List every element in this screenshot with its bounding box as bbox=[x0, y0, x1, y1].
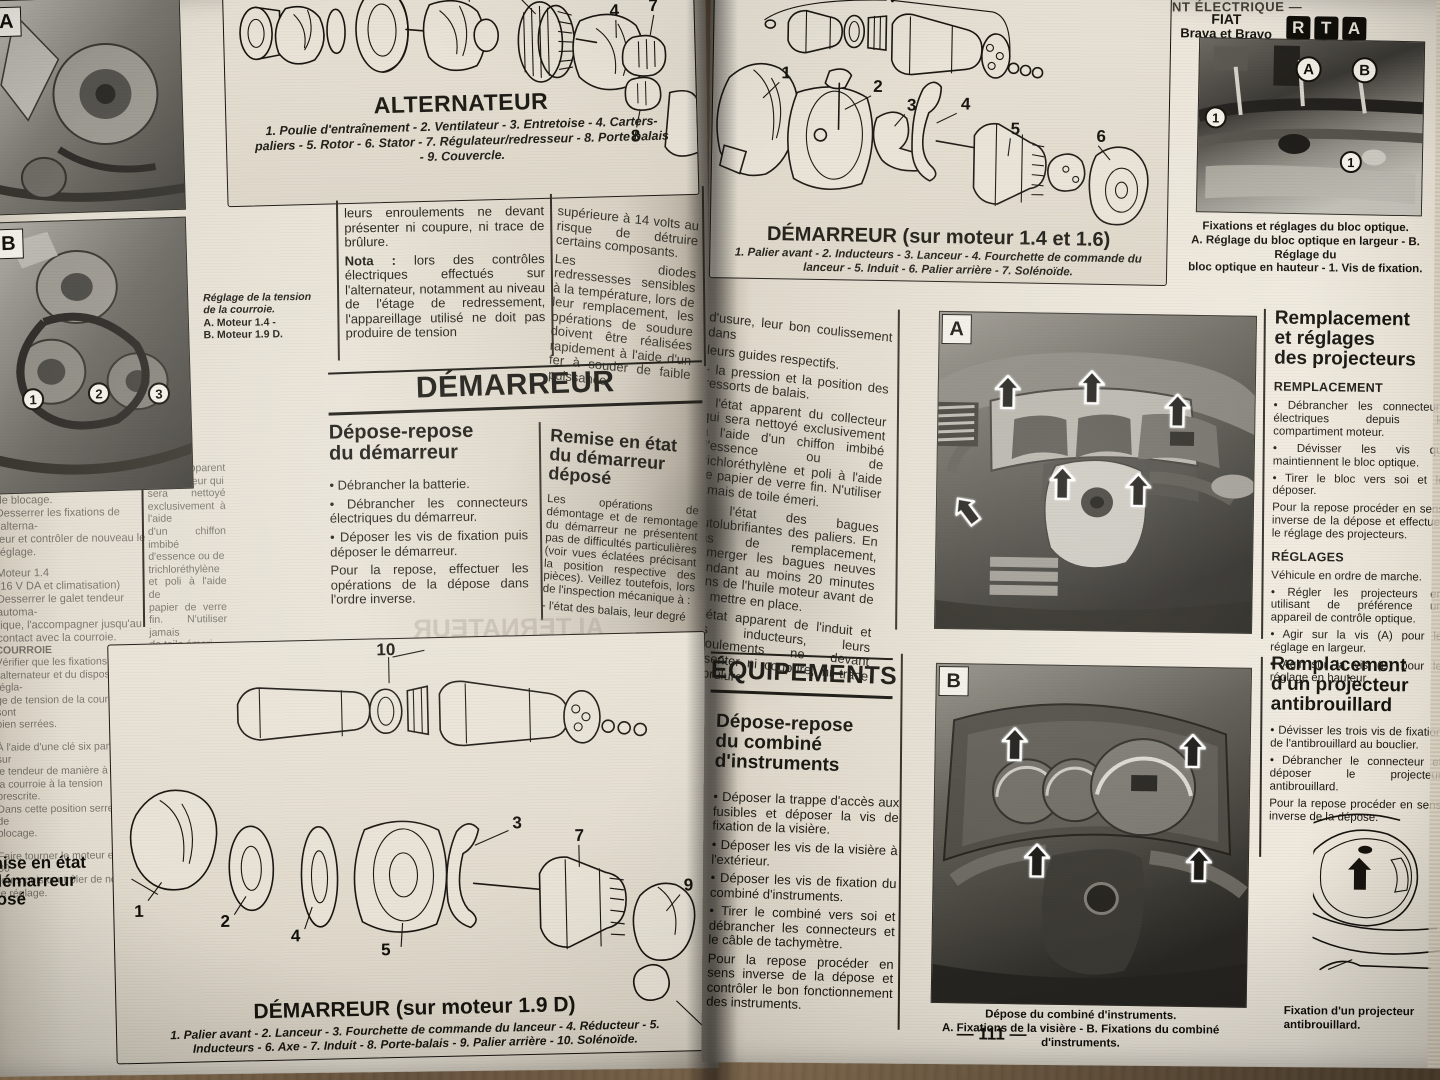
svg-text:7: 7 bbox=[889, 0, 899, 6]
photo-belt-a: A bbox=[0, 0, 186, 216]
dash-photo-badge-a: A bbox=[941, 313, 972, 345]
demarreur-depose-block: Dépose-repose du démarreur • Débrancher … bbox=[329, 420, 529, 611]
demarreur-remise-block: Remise en état du démarreur déposé Les o… bbox=[541, 424, 702, 630]
arrow-up-icon-b2 bbox=[1179, 733, 1206, 769]
svg-text:3: 3 bbox=[512, 813, 522, 832]
arrow-up-icon-b4 bbox=[1185, 847, 1213, 883]
arrow-up-icon-4 bbox=[1049, 465, 1076, 501]
antibrouillard-heading: Remplacement d'un projecteur antibrouill… bbox=[1270, 653, 1409, 717]
figure-starter-19d: 10 1 2 4 bbox=[107, 630, 715, 1065]
arrow-up-icon-3 bbox=[1164, 393, 1191, 428]
logo-letter-r: R bbox=[1285, 15, 1311, 41]
right-page: ÉQUIPEMENT ÉLECTRIQUE — FIAT Brava et Br… bbox=[701, 0, 1440, 1069]
svg-text:2: 2 bbox=[873, 77, 883, 96]
alternator-caption: ALTERNATEUR 1. Poulie d'entraînement - 2… bbox=[254, 87, 670, 164]
combine-instruments-bullets: • Déposer la trappe d'accès aux fusibles… bbox=[705, 789, 900, 1013]
projecteurs-sub-remplacement: REMPLACEMENT bbox=[1273, 379, 1384, 396]
divider-col-c bbox=[701, 186, 706, 367]
svg-text:7: 7 bbox=[574, 826, 584, 845]
svg-text:4: 4 bbox=[291, 926, 301, 945]
left-page: Dans cette position serrer l'écrou de bl… bbox=[0, 0, 719, 1077]
right-col-text-inspection: d'usure, leur bon coulissement dans leur… bbox=[701, 309, 893, 685]
arrow-up-icon-b3 bbox=[1023, 843, 1051, 878]
divider-right-col1 bbox=[895, 309, 900, 630]
svg-text:5: 5 bbox=[381, 940, 391, 959]
combine-instruments-block: Dépose-repose du combiné d'instruments •… bbox=[705, 710, 902, 1020]
photo-headlight-mounts: A B 1 1 bbox=[1195, 37, 1426, 217]
divider-right-col3 bbox=[1261, 308, 1266, 639]
left-clipped-text-1: Dans cette position serrer l'écrou de bl… bbox=[0, 467, 146, 645]
divider-right-col2 bbox=[897, 653, 903, 1030]
projecteurs-heading: Remplacement et réglages des projecteurs bbox=[1274, 307, 1416, 371]
divider-col-a bbox=[335, 200, 340, 361]
svg-text:1: 1 bbox=[134, 902, 144, 921]
divider-right-col4 bbox=[1259, 656, 1263, 857]
arrow-up-icon-6 bbox=[954, 497, 982, 528]
antibrouillard-block: Remplacement d'un projecteur antibrouill… bbox=[1269, 653, 1440, 829]
arrow-up-icon-2 bbox=[1078, 370, 1106, 405]
figure-alternator: 6 4 7 8 ALTERNATEUR 1. Poulie d'entraîne… bbox=[221, 0, 700, 208]
foglight-caption: Fixation d'un projecteur antibrouillard. bbox=[1283, 1005, 1415, 1032]
belt-photo-caption: Réglage de la tension de la courroie. A.… bbox=[203, 290, 312, 342]
photo-badge-a: A bbox=[0, 6, 22, 38]
arrow-up-icon-1 bbox=[994, 374, 1022, 410]
svg-text:4: 4 bbox=[609, 1, 619, 20]
demarreur-depose-bullets: • Débrancher la batterie. • Débrancher l… bbox=[329, 476, 529, 607]
heading-equipements: ÉQUIPEMENTS bbox=[710, 655, 898, 691]
headlight-photo-caption: Fixations et réglages du bloc optique. A… bbox=[1188, 220, 1423, 276]
figure-starter-14-16: 7 1 2 3 4 bbox=[708, 0, 1172, 287]
page-number: — 111 — bbox=[956, 1024, 1027, 1044]
photo-dashboard-b: B bbox=[930, 662, 1252, 1008]
projecteurs-block: Remplacement et réglages des projecteurs… bbox=[1270, 307, 1440, 691]
dash-photo-badge-b: B bbox=[938, 665, 969, 697]
svg-text:6: 6 bbox=[1096, 127, 1106, 146]
demarreur-depose-heading: Dépose-repose du démarreur bbox=[328, 419, 474, 465]
left-col-text-1: leurs enroulements ne devant présenter n… bbox=[344, 203, 546, 341]
svg-text:4: 4 bbox=[961, 94, 971, 113]
arrow-up-icon-b1 bbox=[1001, 726, 1029, 762]
logo-letter-t: T bbox=[1313, 16, 1339, 41]
logo-letter-a: A bbox=[1341, 16, 1367, 41]
svg-text:10: 10 bbox=[376, 640, 395, 659]
nota-label: Nota : bbox=[344, 252, 397, 269]
svg-text:2: 2 bbox=[220, 912, 230, 931]
figure-foglight bbox=[1311, 809, 1440, 1000]
svg-text:3: 3 bbox=[907, 95, 917, 114]
photo-belt-b: B 1 2 3 bbox=[0, 216, 194, 495]
svg-text:9: 9 bbox=[684, 875, 694, 894]
projecteurs-bullets-1: • Débrancher les connecteurs électriques… bbox=[1271, 399, 1440, 542]
starter-14-16-caption: DÉMARREUR (sur moteur 1.4 et 1.6) 1. Pal… bbox=[734, 222, 1142, 279]
photo-badge-b: B bbox=[0, 228, 24, 260]
svg-text:5: 5 bbox=[1010, 119, 1020, 138]
rta-logo: R T A bbox=[1285, 15, 1367, 41]
arrow-up-icon-5 bbox=[1124, 472, 1152, 508]
left-clipped-subhead: Remise en état du démarreur déposé bbox=[0, 852, 87, 910]
combine-instruments-heading: Dépose-repose du combiné d'instruments bbox=[714, 710, 854, 777]
svg-text:1: 1 bbox=[781, 63, 791, 82]
demarreur-remise-heading: Remise en état du démarreur déposé bbox=[547, 424, 678, 489]
projecteurs-sub-reglages: RÉGLAGES bbox=[1271, 549, 1345, 565]
photo-dashboard-a: A bbox=[934, 310, 1257, 634]
svg-text:8: 8 bbox=[631, 126, 641, 145]
svg-text:7: 7 bbox=[648, 0, 658, 15]
demarreur-remise-text: Les opérations de démontage et de remont… bbox=[541, 493, 700, 625]
